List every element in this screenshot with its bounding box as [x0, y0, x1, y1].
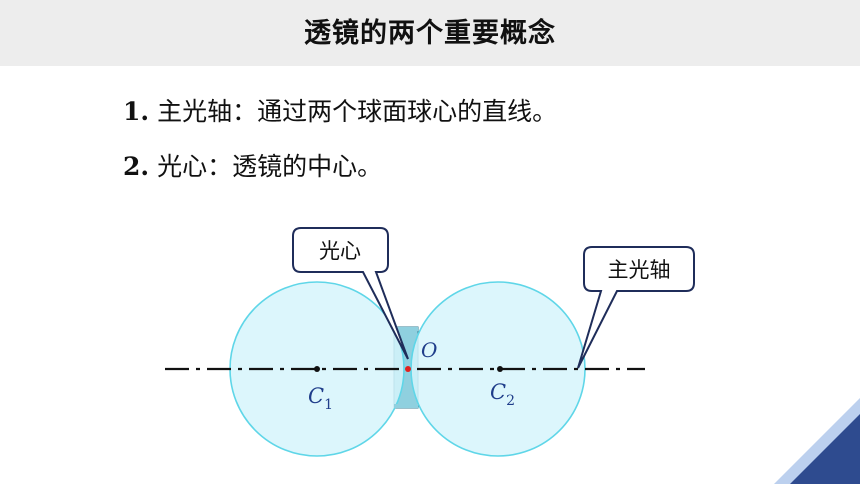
lens-edge-bottom: [394, 404, 418, 408]
label-c1: C1: [308, 384, 333, 413]
concept-2-text: 光心：透镜的中心。: [157, 152, 383, 181]
label-c2: C2: [490, 380, 515, 409]
concept-2-separator: .: [140, 152, 150, 181]
optical-center-point: [405, 366, 411, 372]
corner-decoration-dark: [790, 414, 860, 484]
callout-principal-axis: [577, 246, 695, 369]
concept-2-number: 2: [123, 152, 141, 181]
label-c2-sub: 2: [506, 393, 515, 409]
lens-edge-top: [394, 327, 418, 331]
concept-1-text: 主光轴：通过两个球面球心的直线。: [157, 97, 558, 126]
concept-1-number: 1: [123, 97, 141, 126]
callout-optical-center-text: 光心: [319, 239, 361, 263]
concept-1-separator: .: [140, 97, 150, 126]
label-o: O: [421, 338, 437, 362]
c1-point: [314, 366, 320, 372]
callout-optical-center: [292, 227, 409, 360]
title-bar: [0, 0, 860, 66]
concept-1: 1. 主光轴：通过两个球面球心的直线。: [123, 92, 557, 128]
c2-point: [497, 366, 503, 372]
concept-2: 2. 光心：透镜的中心。: [123, 147, 382, 183]
label-c1-sub: 1: [324, 397, 333, 413]
callout-principal-axis-text: 主光轴: [608, 258, 671, 282]
page-title: 透镜的两个重要概念: [304, 18, 556, 49]
label-c2-letter: C: [490, 380, 506, 404]
label-c1-letter: C: [308, 384, 324, 408]
